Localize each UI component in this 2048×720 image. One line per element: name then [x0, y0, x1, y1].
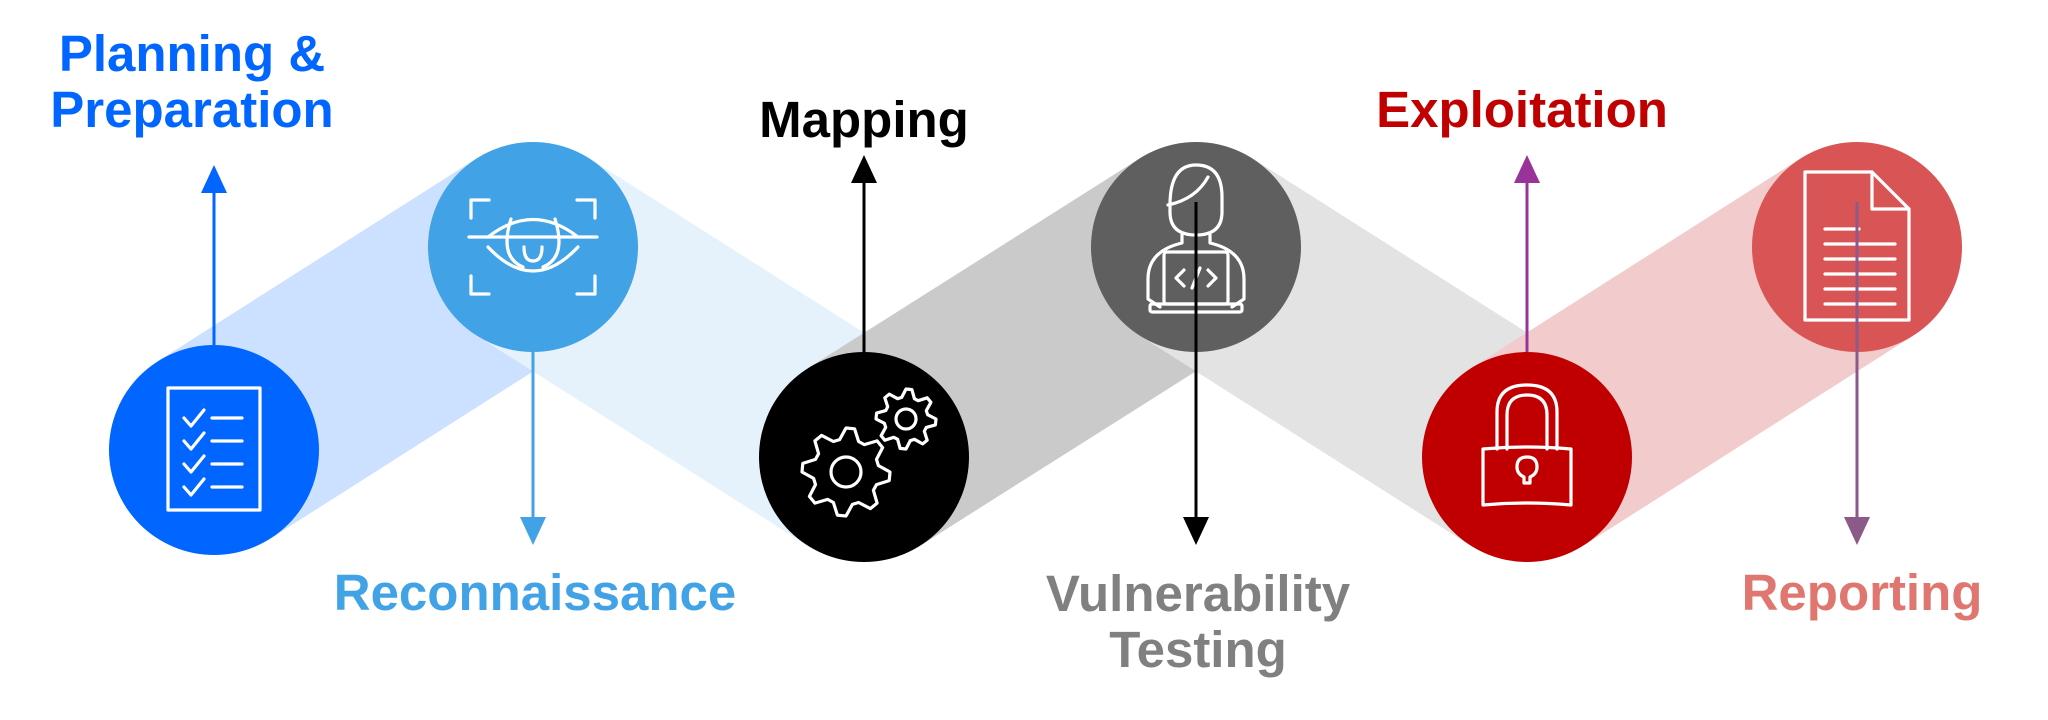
arrow-head-icon	[851, 155, 877, 183]
phase-circle	[109, 345, 319, 555]
phase-node-planning	[109, 345, 319, 555]
phase-circles	[109, 142, 1962, 562]
phase-circle	[759, 352, 969, 562]
phase-label-mapping: Mapping	[759, 92, 969, 148]
eye-scan-icon	[467, 198, 599, 296]
phase-label-reporting: Reporting	[1742, 565, 1983, 621]
phase-label-line: Testing	[1109, 621, 1287, 678]
arrow-head-icon	[1183, 517, 1209, 545]
connector-bands	[157, 158, 1914, 546]
phase-label-reconnaissance: Reconnaissance	[334, 565, 737, 621]
padlock-icon	[1481, 383, 1573, 507]
phase-label-exploitation: Exploitation	[1376, 82, 1668, 138]
phase-label-line: Vulnerability	[1045, 565, 1351, 622]
phase-circle	[428, 142, 638, 352]
gears-icon	[800, 387, 938, 518]
phase-node-mapping	[759, 352, 969, 562]
phase-label-line: Exploitation	[1376, 81, 1668, 138]
phase-label-line: Reconnaissance	[333, 564, 737, 621]
phase-label-planning: Planning &Preparation	[50, 26, 333, 138]
phase-label-line: Mapping	[759, 91, 969, 148]
phase-label-line: Planning &	[58, 25, 326, 82]
checklist-icon	[166, 386, 262, 512]
phase-label-line: Preparation	[50, 81, 334, 138]
document-icon	[1803, 170, 1911, 322]
phase-node-reconnaissance	[428, 142, 638, 352]
arrow-head-icon	[201, 165, 227, 193]
phase-label-line: Reporting	[1741, 564, 1983, 621]
arrow-head-icon	[1844, 517, 1870, 545]
arrow-head-icon	[520, 517, 546, 545]
phase-node-exploitation	[1422, 352, 1632, 562]
arrow-head-icon	[1514, 155, 1540, 183]
